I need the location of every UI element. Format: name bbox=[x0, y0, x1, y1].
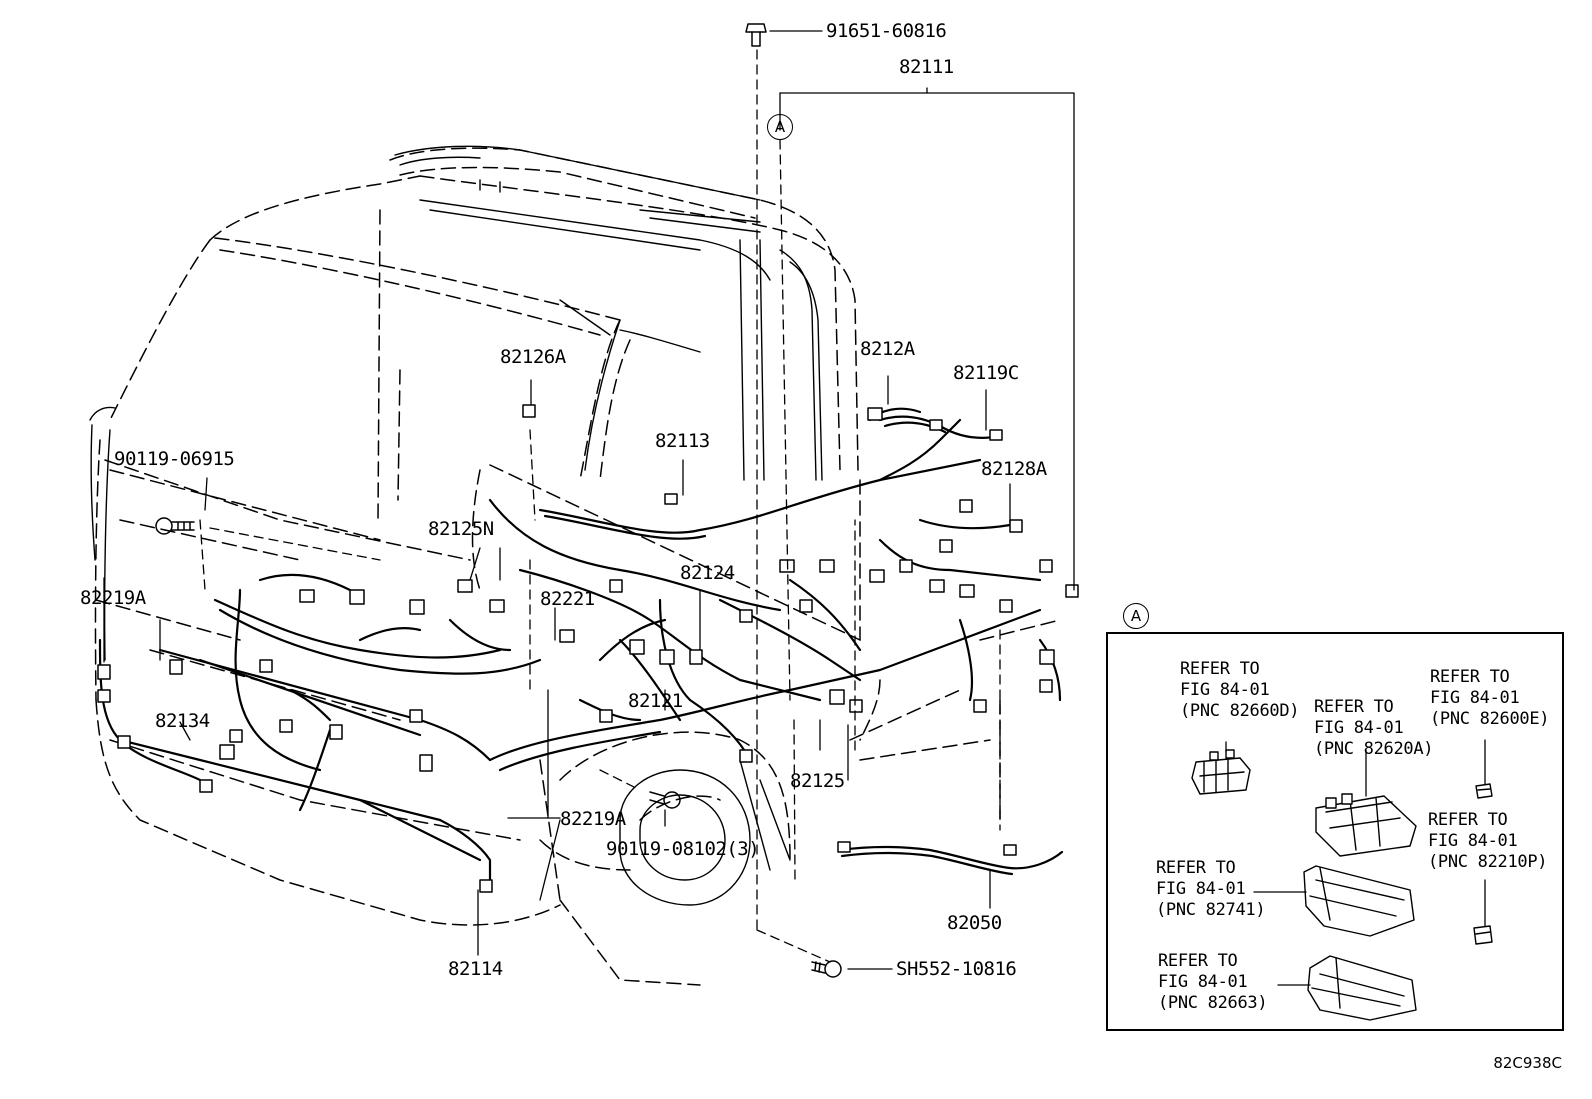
reference-line: (PNC 82663) bbox=[1158, 993, 1268, 1013]
part-label-8212a: 8212A bbox=[860, 338, 915, 360]
reference-line: REFER TO bbox=[1430, 667, 1510, 687]
callout-marker-diagram: A bbox=[767, 114, 793, 140]
legend-relay-small-a bbox=[1475, 783, 1493, 799]
reference-pnc-82620a: REFER TO FIG 84-01 (PNC 82620A) bbox=[1314, 697, 1434, 760]
bolt-top bbox=[745, 23, 767, 47]
reference-line: (PNC 82741) bbox=[1156, 900, 1266, 920]
reference-line: FIG 84-01 bbox=[1430, 688, 1520, 708]
reference-line: REFER TO bbox=[1156, 858, 1236, 878]
reference-line: FIG 84-01 bbox=[1180, 680, 1270, 700]
reference-line: FIG 84-01 bbox=[1156, 879, 1246, 899]
legend-leaders bbox=[1225, 739, 1486, 986]
reference-line: REFER TO bbox=[1314, 697, 1394, 717]
part-label-82219a-left: 82219A bbox=[80, 587, 146, 609]
reference-line: (PNC 82600E) bbox=[1430, 709, 1550, 729]
part-label-82221: 82221 bbox=[540, 588, 595, 610]
part-label-82050: 82050 bbox=[947, 912, 1002, 934]
legend-relay-block bbox=[1191, 749, 1251, 795]
part-label-82125: 82125 bbox=[790, 770, 845, 792]
legend-cover-upper bbox=[1307, 955, 1417, 1021]
reference-legend-box bbox=[1106, 632, 1564, 1031]
bolt-sh552 bbox=[811, 960, 842, 978]
reference-pnc-82741: REFER TO FIG 84-01 (PNC 82741) bbox=[1156, 858, 1266, 921]
cab-outline bbox=[94, 147, 1061, 986]
part-label-82219a-bottom: 82219A bbox=[560, 808, 626, 830]
legend-cover-lower bbox=[1303, 865, 1415, 937]
callout-marker-legend: A bbox=[1123, 603, 1149, 629]
reference-line: FIG 84-01 bbox=[1314, 718, 1404, 738]
part-label-90119-08102: 90119-08102(3) bbox=[606, 838, 760, 860]
connectors bbox=[97, 404, 1079, 893]
part-label-82113: 82113 bbox=[655, 430, 710, 452]
part-label-82121: 82121 bbox=[628, 690, 683, 712]
legend-relay-small-b bbox=[1473, 925, 1493, 945]
reference-line: (PNC 82620A) bbox=[1314, 739, 1434, 759]
part-label-82126a: 82126A bbox=[500, 346, 566, 368]
part-label-82124: 82124 bbox=[680, 562, 735, 584]
dashed-leaders bbox=[199, 49, 1001, 963]
part-label-82111: 82111 bbox=[899, 56, 954, 78]
reference-line: REFER TO bbox=[1180, 659, 1260, 679]
reference-pnc-82210p: REFER TO FIG 84-01 (PNC 82210P) bbox=[1428, 810, 1548, 873]
reference-line: (PNC 82210P) bbox=[1428, 852, 1548, 872]
reference-line: REFER TO bbox=[1158, 951, 1238, 971]
part-label-sh552-10816: SH552-10816 bbox=[896, 958, 1017, 980]
legend-fuse-block bbox=[1315, 793, 1417, 857]
illustration-code: 82C938C bbox=[1493, 1054, 1562, 1072]
part-label-82134: 82134 bbox=[155, 710, 210, 732]
reference-line: FIG 84-01 bbox=[1158, 972, 1248, 992]
part-label-82125n: 82125N bbox=[428, 518, 494, 540]
bolt-90119-08102 bbox=[649, 791, 681, 809]
part-label-82128a: 82128A bbox=[981, 458, 1047, 480]
leader-lines bbox=[103, 30, 1075, 970]
reference-pnc-82663: REFER TO FIG 84-01 (PNC 82663) bbox=[1158, 951, 1268, 1014]
part-label-90119-06915: 90119-06915 bbox=[114, 448, 235, 470]
reference-pnc-82600e: REFER TO FIG 84-01 (PNC 82600E) bbox=[1430, 667, 1550, 730]
reference-line: FIG 84-01 bbox=[1428, 831, 1518, 851]
part-label-91651-60816: 91651-60816 bbox=[826, 20, 947, 42]
bolt-90119-06915 bbox=[155, 517, 195, 535]
reference-line: (PNC 82660D) bbox=[1180, 701, 1300, 721]
part-label-82119c: 82119C bbox=[953, 362, 1019, 384]
cab-body-lines bbox=[89, 145, 823, 906]
part-label-82114: 82114 bbox=[448, 958, 503, 980]
reference-line: REFER TO bbox=[1428, 810, 1508, 830]
reference-pnc-82660d: REFER TO FIG 84-01 (PNC 82660D) bbox=[1180, 659, 1300, 722]
